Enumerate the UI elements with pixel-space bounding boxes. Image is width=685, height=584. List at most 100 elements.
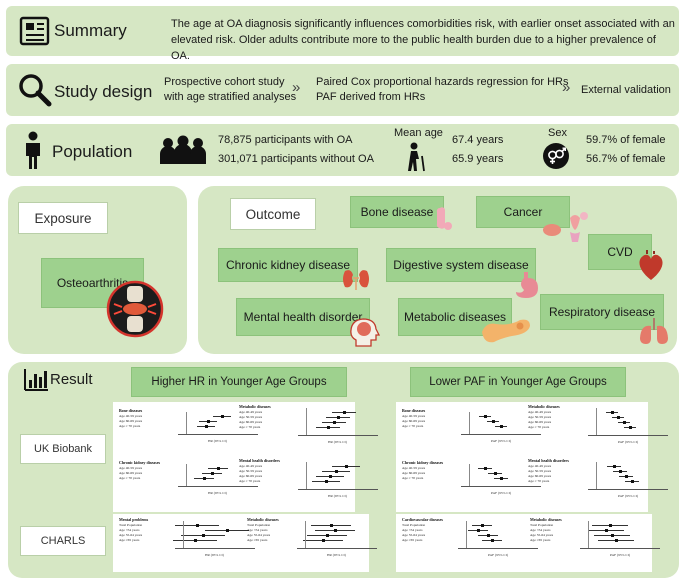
forest-plot-point [332,421,336,424]
population-counts: 78,875 participants with OA 301,071 part… [218,133,374,167]
forest-plot-point [486,534,490,537]
forest-plot-point [476,529,480,532]
forest-plot-axis [461,434,541,435]
magnifier-icon [19,74,52,107]
design-step-cohort-line2: with age stratified analyses [164,91,297,103]
forest-plot-row-label: Age ≥65 years [402,538,423,542]
outcome-cancer: Cancer [476,196,570,228]
forest-plot-row-label: Age 40-59 years [402,466,426,470]
knee-joint-icon [106,280,164,338]
forest-plot-row-label: Age ≥ 70 years [239,425,261,429]
heart-icon [639,250,663,280]
forest-plot-axis [178,486,258,487]
forest-plot-title: Mental health disorders [528,458,569,463]
forest-plot-point [483,467,487,470]
forest-plot-title: Chronic kidney diseases [402,460,444,465]
forest-plot-point [604,529,608,532]
forest-plot-reference-line [469,464,470,486]
forest-plot-row-label: Age 60-69 years [239,474,263,478]
forest-plot-row-label: Age ≥ 70 years [119,424,141,428]
forest-plot-row-label: Age ≥ 70 years [528,425,550,429]
age-without-oa: 65.9 years [452,153,504,165]
cohort-charls: CHARLS [20,526,106,556]
outcome-panel: Outcome Bone disease Cancer CVD Chronic … [198,186,677,354]
forest-plot-point [616,416,620,419]
forest-plot-row-label: Age 60-69 years [239,420,263,424]
paf-subtitle: Lower PAF in Younger Age Groups [410,367,626,397]
cohort-uk-biobank: UK Biobank [20,434,106,464]
study-design-label: Study design [54,82,153,101]
organs-icon [543,212,588,242]
forest-plot-row-label: Age ≥ 70 years [402,424,424,428]
outcome-mental-health-disorder: Mental health disorder [236,298,370,336]
forest-plot-point [324,480,328,483]
forest-plot-reference-line [305,521,306,548]
forest-plot-row-label: Age 40-59 years [402,414,426,418]
forest-plot-axis [458,548,538,549]
forest-plot-xlabel: PAF (95% CI) [491,491,512,495]
forest-plot-point [326,426,330,429]
forest-plot-xlabel: PAF (95% CI) [618,494,639,498]
forest-plot-axis [297,548,377,549]
outcome-bone-disease: Bone disease [350,196,444,228]
forest-plot-row-label: Age 60-69 years [528,474,552,478]
lungs-icon [640,318,668,344]
forest-plot-row-label: Age 40-59 years [119,414,143,418]
forest-plot-xlabel: HR (95% CI) [208,439,227,443]
forest-plot-row-label: Age 55-64 years [247,533,271,537]
forest-plot-axis [178,434,258,435]
forest-plot-xlabel: PAF (95% CI) [610,553,631,557]
forest-plot-row-label: Total Population [119,523,143,527]
outcome-chronic-kidney-disease: Chronic kidney disease [218,248,358,282]
forest-plot-axis [298,435,378,436]
forest-plot-xlabel: HR (95% CI) [208,491,227,495]
forest-plot-point [630,480,634,483]
result-panel: Result Higher HR in Younger Age Groups L… [8,362,679,578]
forest-plot-point [216,467,220,470]
forest-plot-title: Metabolic diseases [528,404,560,409]
forest-plot-point [499,425,503,428]
forest-plot-row-label: Age 55-64 years [402,533,426,537]
exposure-title: Exposure [18,202,108,234]
design-step-regression: Paired Cox proportional hazards regressi… [316,75,569,105]
forest-plot-reference-line [306,408,307,435]
gender-icon [543,143,569,169]
forest-plot-reference-line [588,521,589,548]
forest-plot-point [202,477,206,480]
forest-plot-row-label: Age 40-49 years [528,410,552,414]
forest-plot-point [220,415,224,418]
hr-subtitle: Higher HR in Younger Age Groups [131,367,347,397]
count-with-oa: 78,875 participants with OA [218,134,353,146]
forest-plot-title: Metabolic diseases [530,517,562,522]
forest-plot-point [610,411,614,414]
forest-plot-point [321,539,325,542]
forest-plot-xlabel: PAF (95% CI) [491,439,512,443]
forest-plot-row-label: Age ≥65 years [247,538,268,542]
forest-plot-row-label: Age ≥65 years [119,538,140,542]
forest-plot-row-label: Age <54 years [247,528,268,532]
forest-plot-point [491,420,495,423]
chevron-right-icon: » [292,79,301,96]
forest-plot-row-label: Age ≥ 70 years [402,476,424,480]
elderly-icon [408,142,425,172]
forest-plot-point [622,421,626,424]
forest-plot-row-label: Age 40-49 years [239,410,263,414]
forest-plot-point [201,534,205,537]
forest-plot-point [480,524,484,527]
sex-with-oa: 59.7% of female [586,134,666,146]
summary-text: The age at OA diagnosis significantly in… [171,18,675,62]
forest-plot-reference-line [186,464,187,486]
forest-plot-point [612,465,616,468]
forest-plot-xlabel: HR (95% CI) [327,553,346,557]
design-step-regression-line2: PAF derived from HRs [316,91,426,103]
forest-plot-point [624,475,628,478]
head-brain-icon [350,318,380,347]
forest-plot-title: Metabolic diseases [247,517,279,522]
sex-without-oa: 56.7% of female [586,153,666,165]
forest-plot-point [614,539,618,542]
forest-plot-reference-line [596,462,597,489]
forest-plot-row-label: Age ≥65 years [530,538,551,542]
kidney-icon [343,270,369,290]
